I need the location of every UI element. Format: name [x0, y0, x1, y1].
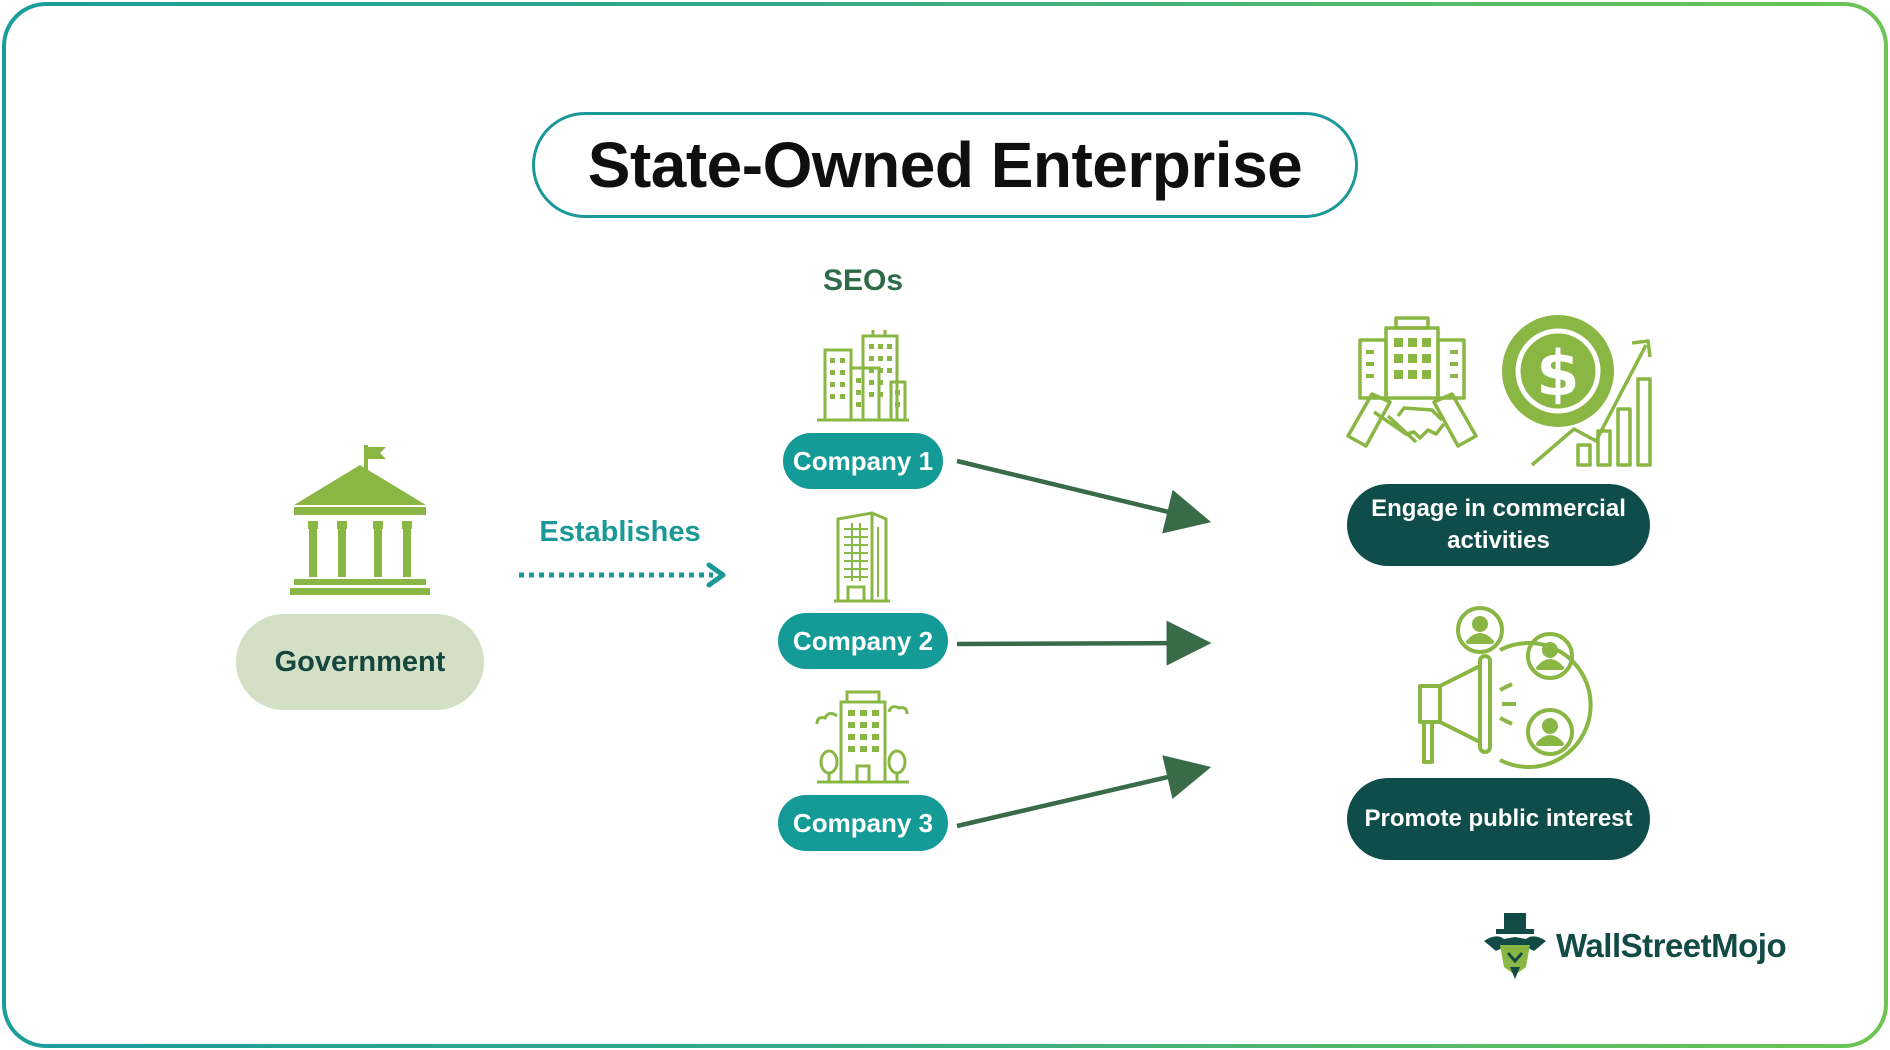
- brand-logo: WallStreetMojo: [1482, 910, 1812, 982]
- business-handshake-icon: [1346, 316, 1478, 448]
- arrow-company-3: [956, 755, 1212, 829]
- government-building-icon: [290, 445, 430, 595]
- apartment-trees-icon: [815, 690, 909, 784]
- dollar-growth-chart-icon: $: [1502, 315, 1652, 467]
- page-title: State-Owned Enterprise: [587, 129, 1303, 201]
- tower-building-icon: [834, 511, 890, 603]
- title-box: State-Owned Enterprise: [532, 112, 1358, 218]
- wallstreetmojo-logo-icon: [1484, 913, 1546, 979]
- company-3-node: Company 3: [778, 795, 948, 851]
- office-buildings-icon: [817, 330, 909, 422]
- establishes-arrow: [519, 562, 726, 588]
- arrow-company-1: [956, 458, 1212, 534]
- outcome-commercial-activities: Engage in commercial activities: [1347, 484, 1650, 566]
- government-node: Government: [236, 614, 484, 710]
- arrow-company-2: [956, 620, 1212, 666]
- company-2-node: Company 2: [778, 613, 948, 669]
- company-1-node: Company 1: [783, 433, 943, 489]
- brand-name: WallStreetMojo: [1556, 927, 1787, 964]
- svg-text:$: $: [1536, 337, 1579, 410]
- seos-label: SEOs: [822, 264, 904, 297]
- establishes-label: Establishes: [539, 516, 701, 548]
- megaphone-people-icon: [1418, 606, 1593, 769]
- outcome-public-interest: Promote public interest: [1347, 778, 1650, 860]
